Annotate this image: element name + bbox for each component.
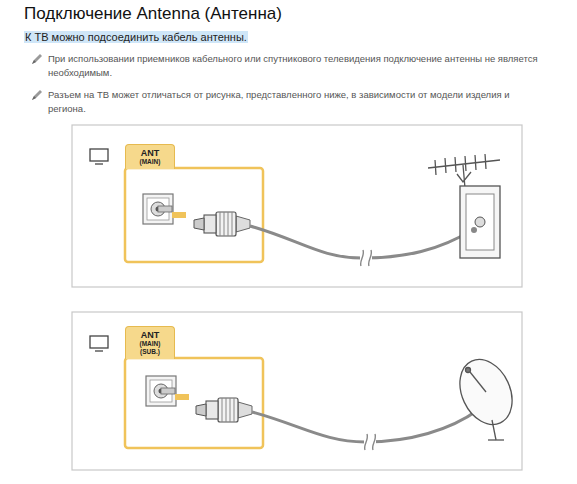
panel-frame [72, 125, 522, 287]
panel-frame [72, 312, 522, 470]
port-sub-label: (MAIN) [132, 158, 168, 166]
insert-arrow [175, 394, 189, 400]
callout-frame [125, 358, 263, 448]
roof-antenna [428, 154, 500, 188]
port-label-tab: ANT(MAIN)(SUB.) [125, 326, 175, 359]
page-title: Подключение Antenna (Антенна) [24, 4, 282, 24]
insert-arrow [172, 212, 186, 218]
port-label-tab: ANT(MAIN) [125, 144, 175, 169]
port-name: ANT [132, 330, 168, 340]
note-text: Разъем на ТВ может отличаться от рисунка… [48, 88, 548, 116]
port-sub-label: (SUB.) [132, 348, 168, 356]
subtitle-line: К ТВ можно подсоединить кабель антенны. [24, 31, 248, 43]
note-text: При использовании приемников кабельного … [48, 52, 548, 80]
satellite-dish [450, 351, 522, 440]
callout-frame [125, 168, 263, 262]
port-sub-label: (MAIN) [132, 340, 168, 348]
subtitle: К ТВ можно подсоединить кабель антенны. [24, 31, 248, 43]
port-name: ANT [132, 148, 168, 158]
wall-plate [460, 186, 500, 258]
